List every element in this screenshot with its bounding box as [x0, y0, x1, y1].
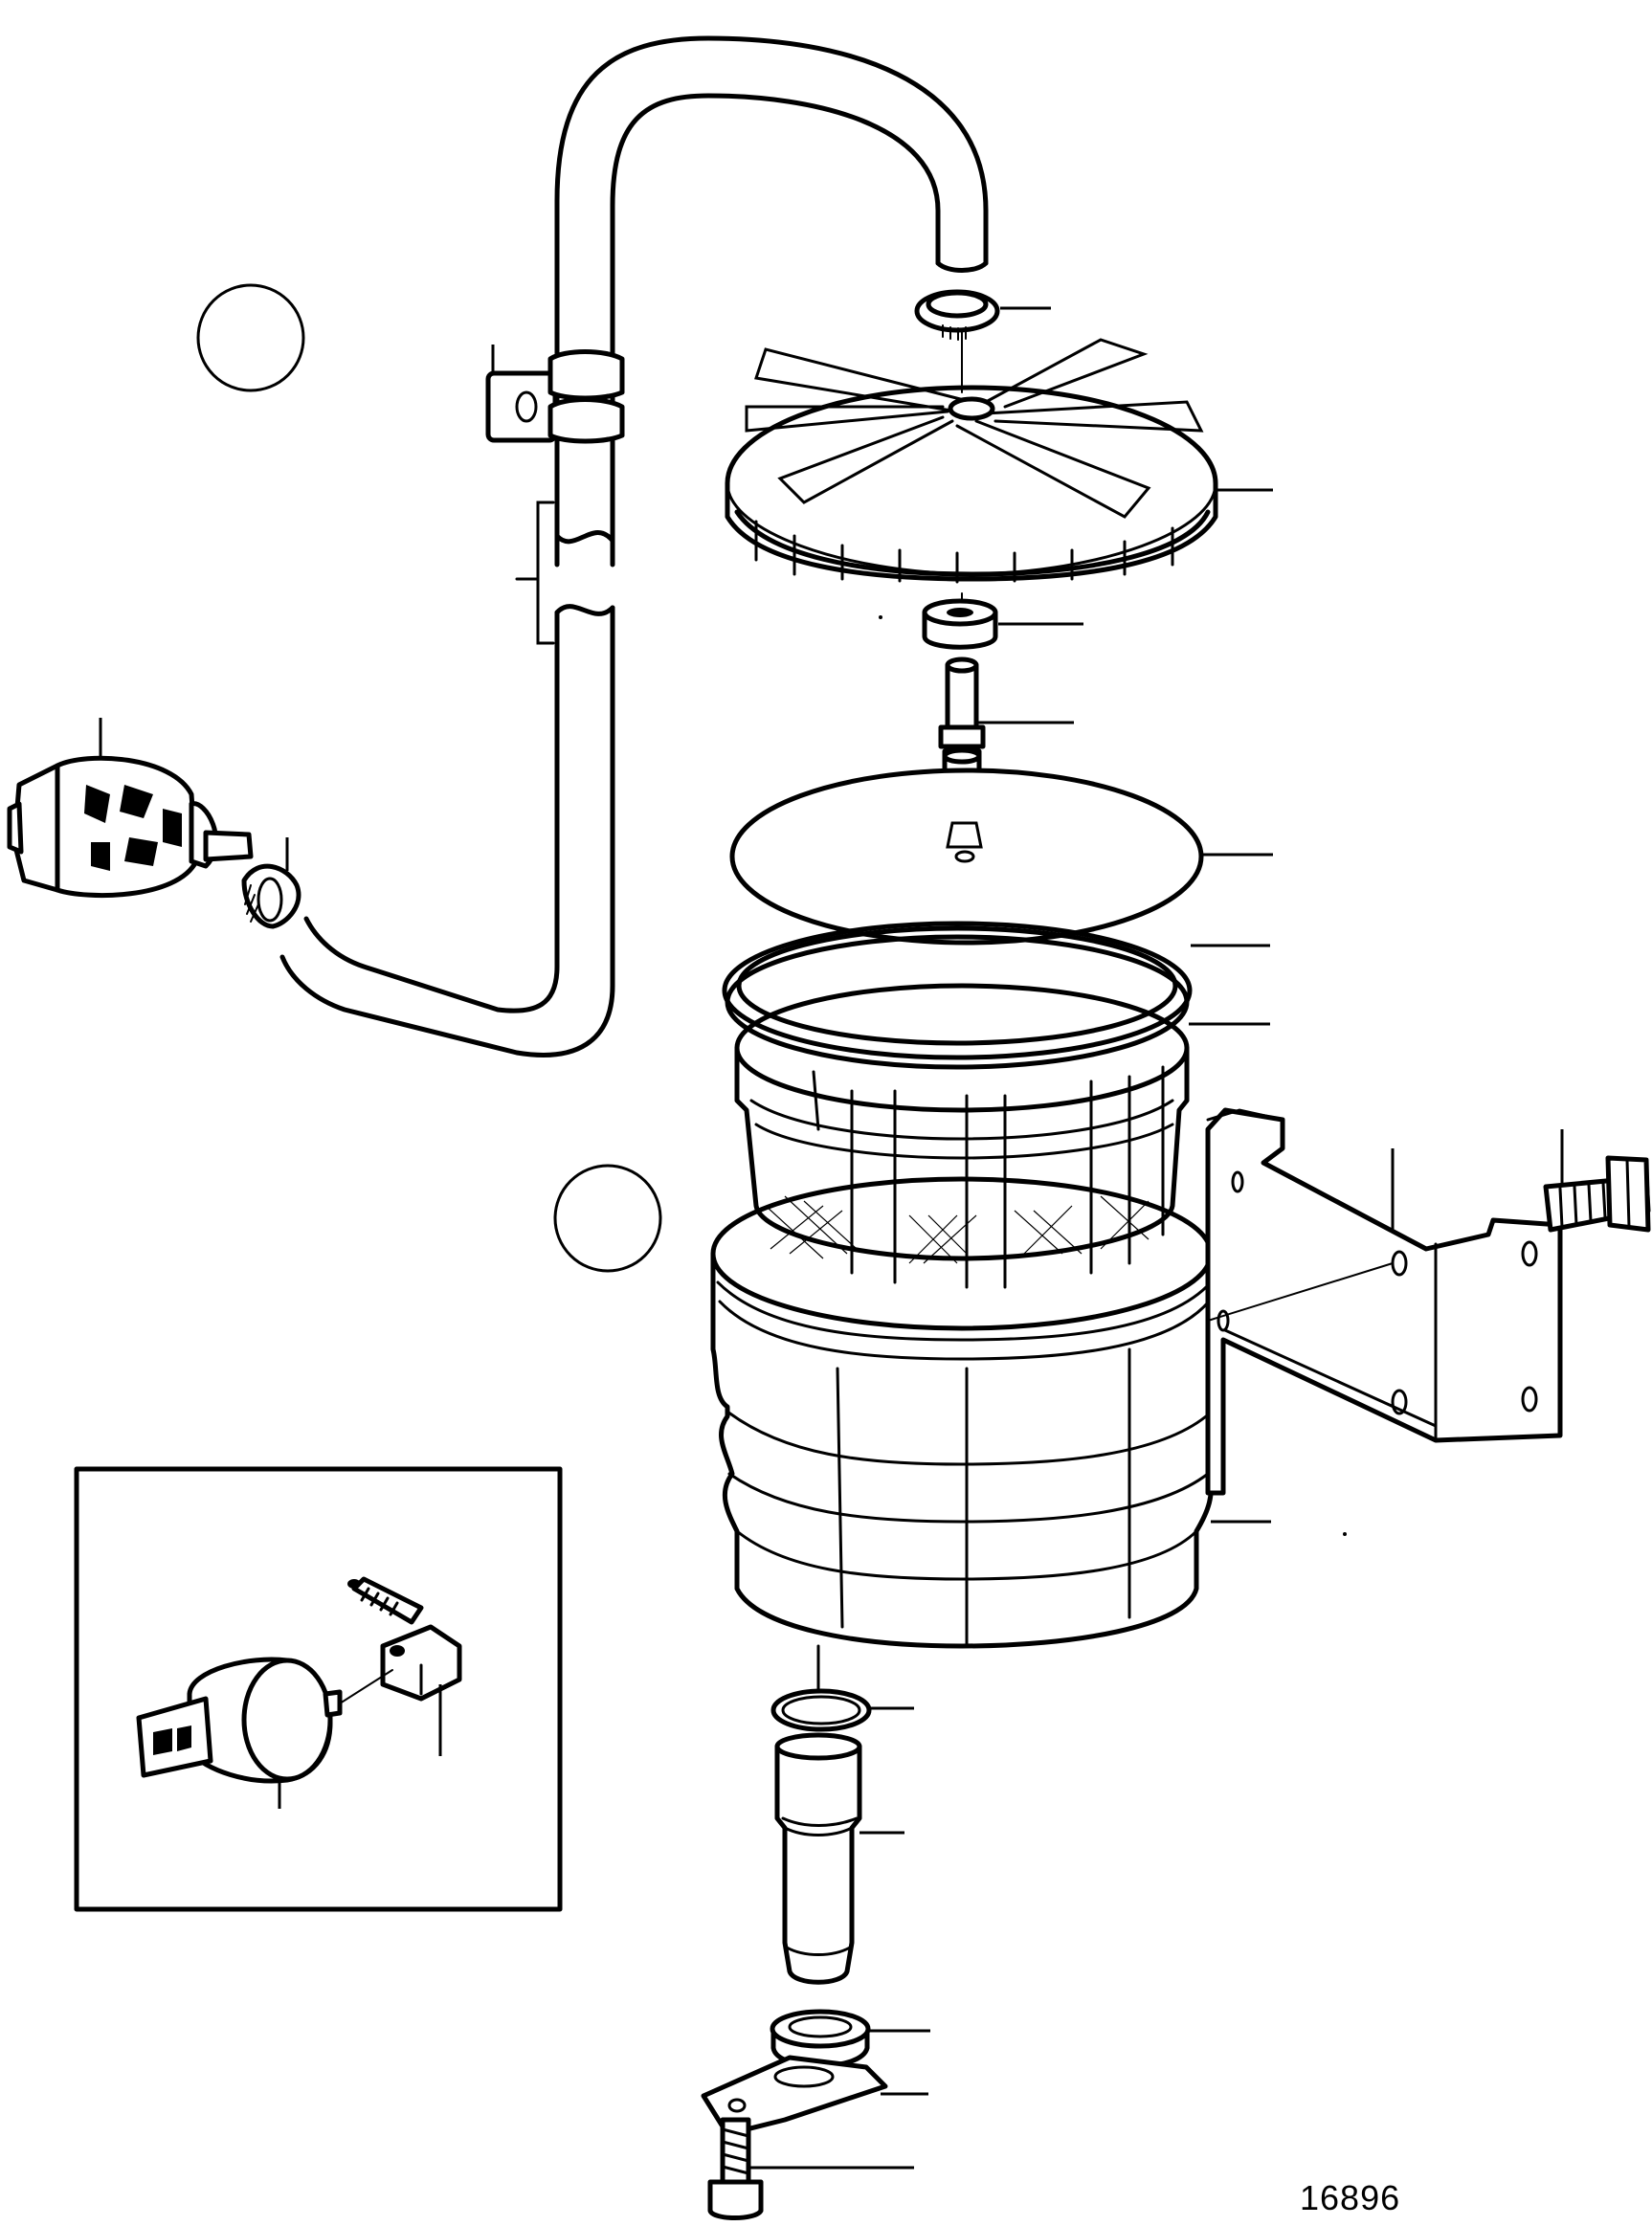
- angle-adapter: [339, 1624, 462, 1756]
- hose: [279, 35, 989, 1057]
- mounting-bracket: [1205, 1107, 1563, 1496]
- pump-connector: [7, 718, 301, 929]
- spindle: [938, 657, 1074, 778]
- variant-circle-top: [196, 283, 305, 392]
- o-ring-small: [770, 1688, 914, 1732]
- adapter-screw: [347, 1576, 424, 1625]
- nipple: [774, 1732, 904, 1985]
- filter-basket: [734, 983, 1270, 1289]
- strainer-lid: [725, 338, 1273, 584]
- o-ring-large: [722, 921, 1270, 1070]
- dot-mark: [1343, 1532, 1347, 1536]
- bottom-bolt: [707, 2117, 914, 2220]
- pressure-switch: [136, 1657, 343, 1809]
- bolt: [1543, 1129, 1651, 1233]
- sealing-washer: [922, 598, 1083, 650]
- inset-frame: [74, 1466, 563, 1912]
- hose-clip: [485, 345, 625, 444]
- dot-mark: [879, 615, 882, 619]
- cover-plate: [729, 768, 1273, 946]
- variant-circle-middle: [553, 1164, 662, 1273]
- hose-break-bracket: [515, 501, 555, 645]
- figure-number: 16896: [1300, 2178, 1401, 2217]
- hose-clamp: [914, 289, 1051, 341]
- sensor: [136, 1696, 213, 1778]
